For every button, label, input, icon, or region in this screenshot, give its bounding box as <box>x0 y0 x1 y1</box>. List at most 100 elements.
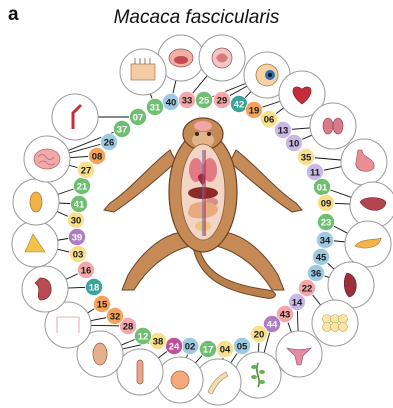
tissue-badge-25: 25 <box>195 91 212 108</box>
tissue-badge-15: 15 <box>93 295 110 312</box>
tissue-badge-23: 23 <box>317 213 334 230</box>
tissue-badge-24: 24 <box>165 337 182 354</box>
tissue-badge-45: 45 <box>312 248 329 265</box>
tissue-number: 04 <box>220 344 231 355</box>
tissue-number: 07 <box>133 112 144 123</box>
tissue-number: 10 <box>289 138 300 149</box>
tissue-badge-06: 06 <box>260 110 277 127</box>
testis-icon <box>93 343 107 365</box>
tissue-number: 44 <box>267 319 278 330</box>
organ-circle-ovary <box>235 352 281 398</box>
tissue-number: 05 <box>237 341 248 352</box>
organ-circle-thyroid <box>310 103 356 149</box>
tissue-number: 39 <box>72 232 83 243</box>
organ-circle-penis <box>117 349 163 395</box>
mouth-icon <box>169 49 193 67</box>
organ-circle-kidney <box>22 266 68 312</box>
brain-icon <box>34 149 60 169</box>
tissue-badge-18: 18 <box>85 278 102 295</box>
tissue-badge-37: 37 <box>113 120 130 137</box>
tissue-number: 11 <box>310 167 321 178</box>
tissue-badge-09: 09 <box>317 194 334 211</box>
tissue-number: 40 <box>166 97 177 108</box>
tissue-badge-07: 07 <box>129 108 146 125</box>
tissue-badge-38: 38 <box>149 332 166 349</box>
tissue-badge-34: 34 <box>316 231 333 248</box>
tissue-badge-40: 40 <box>162 93 179 110</box>
tissue-number: 45 <box>316 252 327 263</box>
tissue-number: 28 <box>123 321 134 332</box>
fat-icon <box>323 315 348 332</box>
tissue-number: 34 <box>320 235 331 246</box>
tissue-number: 09 <box>321 198 332 209</box>
tissue-number: 15 <box>97 299 108 310</box>
organ-circle-stomach <box>341 139 387 185</box>
organ-circle-pancreas <box>345 221 391 267</box>
tissue-badge-30: 30 <box>67 211 84 228</box>
tissue-number: 20 <box>254 329 265 340</box>
tissue-badge-01: 01 <box>313 178 330 195</box>
organ-circle-bladder <box>157 357 203 403</box>
tissue-badge-04: 04 <box>216 340 233 357</box>
tissue-number: 27 <box>81 165 92 176</box>
tissue-number: 19 <box>249 105 260 116</box>
tissue-badge-35: 35 <box>297 148 314 165</box>
organ-circle-pituitary <box>13 179 59 225</box>
tissue-badge-36: 36 <box>307 264 324 281</box>
tissue-badge-20: 20 <box>250 325 267 342</box>
tissue-badge-41: 41 <box>70 195 87 212</box>
tissue-badge-11: 11 <box>306 163 323 180</box>
tissue-number: 14 <box>292 297 303 308</box>
spinal-cord-icon <box>212 48 232 68</box>
tissue-number: 16 <box>81 265 92 276</box>
tissue-badge-29: 29 <box>213 91 230 108</box>
tissue-number: 38 <box>153 336 164 347</box>
organ-circle-spinal-cord <box>199 35 245 81</box>
tissue-number: 01 <box>317 182 328 193</box>
tissue-number: 22 <box>302 283 313 294</box>
organ-circle-adrenal <box>12 221 58 267</box>
tissue-number: 42 <box>234 99 245 110</box>
tissue-badge-26: 26 <box>100 133 117 150</box>
tissue-number: 13 <box>278 125 289 136</box>
tissue-badge-39: 39 <box>68 228 85 245</box>
tissue-badge-21: 21 <box>73 177 90 194</box>
tissue-number: 06 <box>264 114 275 125</box>
tissue-number: 31 <box>150 102 161 113</box>
tissue-number: 43 <box>280 309 291 320</box>
tissue-badge-32: 32 <box>106 307 123 324</box>
tissue-badge-31: 31 <box>146 98 163 115</box>
tissue-number: 29 <box>217 95 228 106</box>
tissue-number: 33 <box>182 95 193 106</box>
eye-icon <box>256 64 278 86</box>
tissue-badge-33: 33 <box>178 91 195 108</box>
tissue-number: 03 <box>73 249 84 260</box>
tissue-badge-16: 16 <box>77 261 94 278</box>
pituitary-icon <box>30 192 42 212</box>
tissue-number: 32 <box>110 311 121 322</box>
tissue-number: 12 <box>138 331 149 342</box>
tissue-number: 26 <box>104 137 115 148</box>
monkey-illustration <box>104 118 302 298</box>
tissue-number: 37 <box>117 124 128 135</box>
organ-circle-artery <box>52 94 98 140</box>
tissue-number: 35 <box>301 152 312 163</box>
tissue-badge-19: 19 <box>245 101 262 118</box>
tissue-number: 24 <box>169 341 180 352</box>
organ-circle-uterus <box>276 331 322 377</box>
tissue-number: 41 <box>74 199 85 210</box>
organ-circle-brain <box>24 136 70 182</box>
tissue-badge-10: 10 <box>285 134 302 151</box>
tissue-badge-12: 12 <box>134 327 151 344</box>
tissue-number: 17 <box>203 344 214 355</box>
organ-circle-fat <box>312 300 358 346</box>
tissue-number: 02 <box>185 341 196 352</box>
tissue-number: 08 <box>92 151 103 162</box>
tissue-number: 23 <box>321 217 332 228</box>
organ-circle-skin <box>120 49 166 95</box>
penis-icon <box>137 360 143 384</box>
tissue-number: 36 <box>311 268 322 279</box>
tissue-badge-02: 02 <box>181 337 198 354</box>
tissue-number: 18 <box>89 282 100 293</box>
